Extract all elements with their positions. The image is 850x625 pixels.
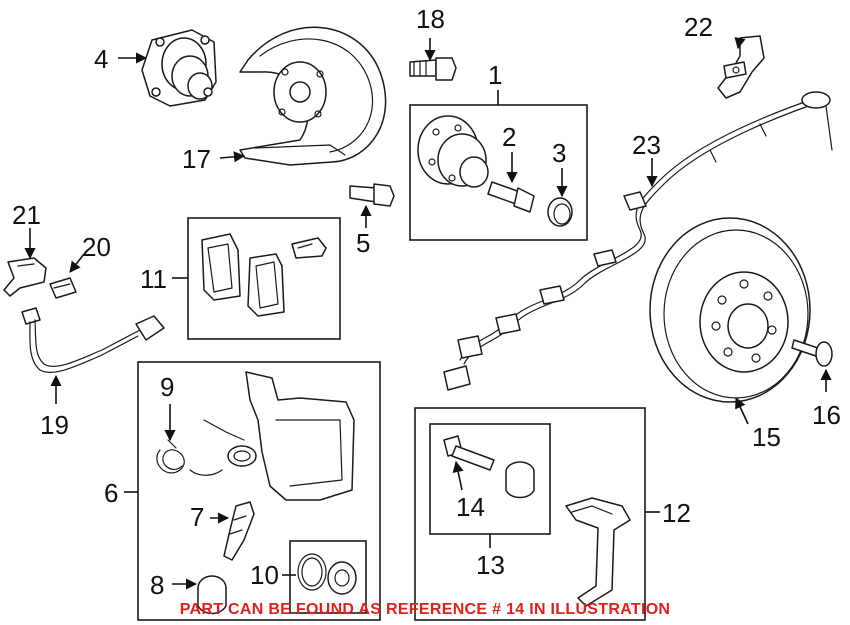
callout-4: 4 bbox=[94, 44, 108, 74]
callout-9: 9 bbox=[160, 372, 174, 402]
callout-2: 2 bbox=[502, 122, 516, 152]
callout-12: 12 bbox=[662, 498, 691, 528]
callout-13: 13 bbox=[476, 550, 505, 580]
hub-bolt-part bbox=[487, 181, 535, 213]
guide-pin-bolt-14-part bbox=[443, 435, 495, 471]
guide-pin-boot-part bbox=[505, 461, 535, 499]
bleeder-valve-7-part bbox=[223, 501, 255, 561]
callout-10: 10 bbox=[250, 560, 279, 590]
bracket-clip-21-part bbox=[3, 257, 47, 297]
brake-disc-part bbox=[649, 217, 811, 403]
callout-7: 7 bbox=[190, 502, 204, 532]
callout-15: 15 bbox=[752, 422, 781, 452]
callout-19: 19 bbox=[40, 410, 69, 440]
reference-note: PART CAN BE FOUND AS REFERENCE # 14 IN I… bbox=[180, 601, 671, 618]
callout-3: 3 bbox=[552, 138, 566, 168]
group-box-caliper bbox=[137, 361, 381, 621]
callout-22: 22 bbox=[684, 12, 713, 42]
disc-screw-part bbox=[791, 339, 833, 367]
dust-cap-part bbox=[547, 197, 573, 227]
bearing-housing-part bbox=[141, 29, 217, 107]
callout-5: 5 bbox=[356, 228, 370, 258]
callout-labels: 1 2 3 4 5 6 7 8 9 10 11 12 13 14 15 16 1… bbox=[12, 4, 841, 600]
callout-16: 16 bbox=[812, 400, 841, 430]
callout-1: 1 bbox=[488, 60, 502, 90]
brake-pads-part bbox=[201, 233, 327, 317]
dust-boot-8-part bbox=[197, 575, 227, 615]
bolt-18-part bbox=[409, 57, 457, 81]
group-box-seal-kit bbox=[289, 540, 367, 614]
abs-wiring-harness-part bbox=[443, 91, 833, 391]
caliper-seal-10-part bbox=[297, 553, 357, 595]
callout-17: 17 bbox=[182, 144, 211, 174]
callout-14: 14 bbox=[456, 492, 485, 522]
callout-20: 20 bbox=[82, 232, 111, 262]
callout-18: 18 bbox=[416, 4, 445, 34]
leader-lines bbox=[24, 37, 832, 590]
abs-sensor-part bbox=[717, 35, 765, 99]
brake-hose-part bbox=[21, 307, 165, 373]
splash-shield-part bbox=[239, 26, 387, 166]
caliper-spring-9-part bbox=[156, 439, 185, 474]
callout-21: 21 bbox=[12, 200, 41, 230]
caliper-bracket-part bbox=[565, 497, 631, 607]
callout-8: 8 bbox=[150, 570, 164, 600]
brake-caliper-part bbox=[189, 371, 355, 501]
retaining-clip-20-part bbox=[49, 277, 77, 299]
callout-6: 6 bbox=[104, 478, 118, 508]
callout-23: 23 bbox=[632, 130, 661, 160]
wheel-hub-part bbox=[417, 115, 489, 188]
group-box-caliper-bracket bbox=[414, 407, 646, 621]
bolt-5-part bbox=[349, 183, 395, 207]
callout-11: 11 bbox=[140, 264, 167, 294]
